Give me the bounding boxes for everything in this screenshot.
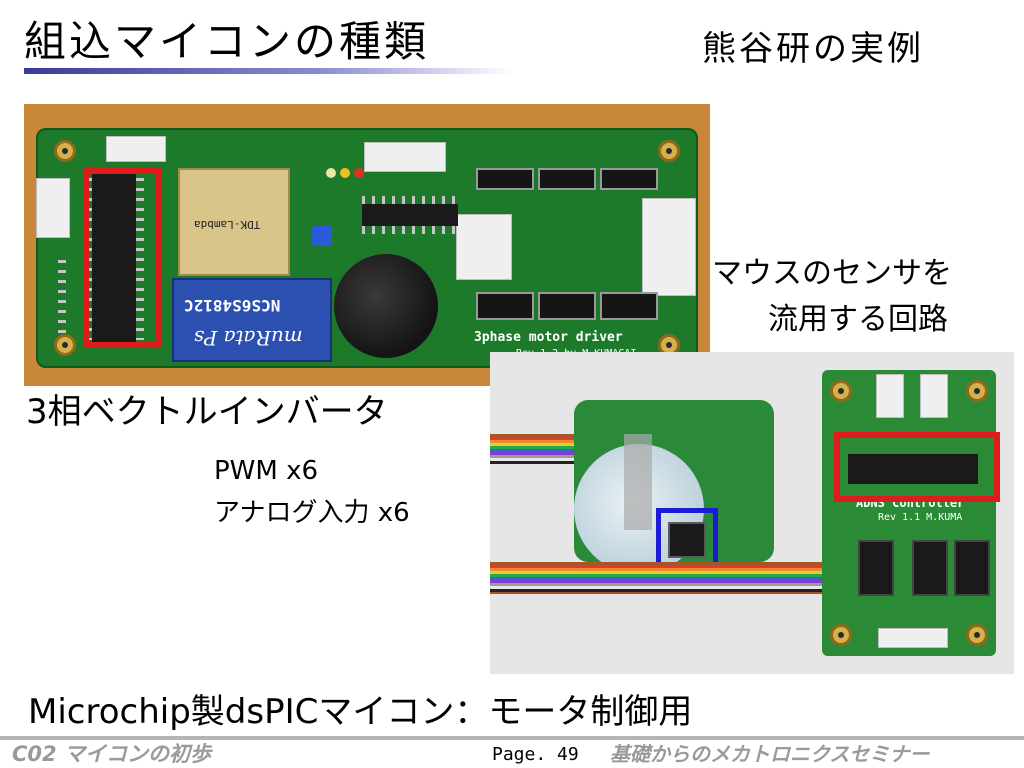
capacitor	[334, 254, 438, 358]
slide-title: 組込マイコンの種類	[24, 17, 430, 66]
fault-led	[354, 168, 364, 178]
ext-io-connector	[878, 628, 948, 648]
led-light-guide	[624, 434, 652, 530]
driver-ic-pins	[362, 226, 458, 234]
dspic-caption: Microchip製dsPICマイコン：モータ制御用	[28, 692, 693, 732]
controller-rev-silk: Rev 1.1 M.KUMA	[878, 512, 963, 523]
driver-ic-pins	[362, 196, 458, 204]
mosfet-q1	[476, 168, 534, 190]
board-name-silk: 3phase motor driver	[474, 330, 623, 345]
comm-connector	[876, 374, 904, 418]
comm-connector	[920, 374, 948, 418]
footer-page-number: Page. 49	[492, 744, 579, 765]
sensor-caption-line1: マウスのセンサを	[712, 256, 952, 291]
mounting-hole	[658, 140, 680, 162]
mosfet-q5	[600, 168, 658, 190]
adns-header	[858, 540, 894, 596]
mosfet-q2	[476, 292, 534, 320]
header-connector	[106, 136, 166, 162]
footer-rule	[0, 736, 1024, 740]
murata-brand-label: muRata Ps	[194, 326, 303, 350]
pin-header	[58, 260, 66, 340]
power-led	[326, 168, 336, 178]
output-connector	[642, 198, 696, 296]
adns-header	[954, 540, 990, 596]
trimmer-potentiometer	[312, 226, 332, 246]
adns-header	[912, 540, 948, 596]
analog-input-spec: アナログ入力 x6	[214, 498, 410, 528]
mounting-hole	[830, 380, 852, 402]
power-connector	[364, 142, 446, 172]
status-led	[340, 168, 350, 178]
pwm-spec: PWM x6	[214, 456, 319, 486]
footer-seminar-title: 基礎からのメカトロニクスセミナー	[610, 742, 930, 766]
mounting-hole	[54, 140, 76, 162]
mouse-sensor-photo: ADNS Controller Rev 1.1 M.KUMA	[490, 352, 1014, 674]
mouse-sensor-chip	[668, 522, 706, 558]
slide-subtitle: 熊谷研の実例	[702, 29, 924, 69]
chip-pins	[136, 178, 144, 340]
dspic-highlight-box	[83, 168, 161, 348]
motor-driver-photo: TDK-Lambda NCS6S4812C muRata Ps 3phase m…	[24, 104, 710, 386]
mosfet-q3	[538, 168, 596, 190]
mosfet-q4	[538, 292, 596, 320]
controller-chip	[848, 454, 978, 484]
inverter-caption: 3相ベクトルインバータ	[26, 392, 388, 432]
title-underline	[24, 68, 514, 74]
motor-driver-pcb: TDK-Lambda NCS6S4812C muRata Ps 3phase m…	[36, 128, 698, 368]
murata-part-label: NCS6S4812C	[184, 296, 281, 315]
mounting-hole	[966, 380, 988, 402]
mounting-hole	[830, 624, 852, 646]
mosfet-q6	[600, 292, 658, 320]
adns-controller-pcb: ADNS Controller Rev 1.1 M.KUMA	[822, 370, 996, 656]
tdk-lambda-module: TDK-Lambda	[178, 168, 290, 276]
footer-chapter: C02 マイコンの初歩	[12, 742, 211, 766]
ribbon-cable-bottom	[490, 562, 842, 594]
driver-ic	[362, 204, 458, 226]
sensor-caption-line2: 流用する回路	[768, 302, 948, 337]
controller-highlight-box	[834, 432, 1000, 502]
mounting-hole	[966, 624, 988, 646]
murata-module: NCS6S4812C muRata Ps	[172, 278, 332, 362]
tdk-label: TDK-Lambda	[194, 218, 261, 231]
dspic-chip	[92, 174, 136, 344]
motor-connector	[456, 214, 512, 280]
comm-connector	[36, 178, 70, 238]
